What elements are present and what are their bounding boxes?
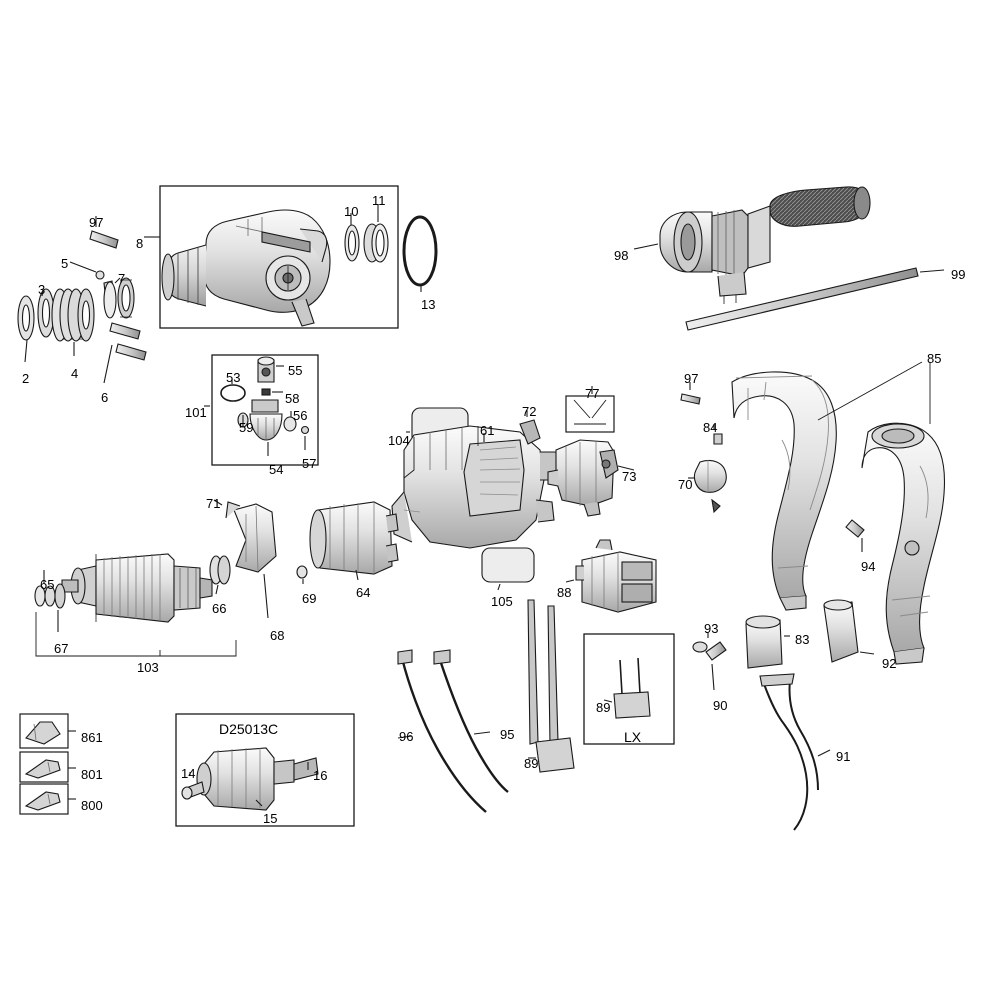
callout-105: 105: [491, 594, 513, 609]
callout-72: 72: [522, 404, 537, 419]
callout-103: 103: [137, 660, 159, 675]
callout-66: 66: [212, 601, 227, 616]
callout-57: 57: [302, 456, 317, 471]
callout-99: 99: [951, 267, 966, 282]
box-label-lx: LX: [624, 729, 642, 745]
callout-70: 70: [678, 477, 693, 492]
callout-88: 88: [557, 585, 572, 600]
callout-56: 56: [293, 408, 308, 423]
callout-5: 5: [61, 256, 69, 271]
callout-98: 98: [614, 248, 629, 263]
callout-67: 67: [54, 641, 69, 656]
callout-92: 92: [882, 656, 897, 671]
callout-53: 53: [226, 370, 241, 385]
callout-801: 801: [81, 767, 103, 782]
callout-59: 59: [239, 420, 254, 435]
callout-58: 58: [285, 391, 300, 406]
callout-73: 73: [622, 469, 637, 484]
callout-83: 83: [795, 632, 810, 647]
callout-84: 84: [703, 420, 718, 435]
callout-101: 101: [185, 405, 207, 420]
callout-54: 54: [269, 462, 284, 477]
callout-97a: 97: [89, 215, 104, 230]
callout-64: 64: [356, 585, 371, 600]
callout-14: 14: [181, 766, 196, 781]
callout-68: 68: [270, 628, 285, 643]
callout-95: 95: [500, 727, 515, 742]
box-label-d25013c: D25013C: [219, 721, 279, 737]
callout-6: 6: [101, 390, 109, 405]
callout-71: 71: [206, 496, 221, 511]
callout-55: 55: [288, 363, 303, 378]
callout-85: 85: [927, 351, 942, 366]
callout-94: 94: [861, 559, 876, 574]
callout-93: 93: [704, 621, 719, 636]
callout-104: 104: [388, 433, 410, 448]
callout-15: 15: [263, 811, 278, 826]
callout-89b: 89: [524, 756, 539, 771]
callout-4: 4: [71, 366, 79, 381]
callout-90: 90: [713, 698, 728, 713]
callout-89a: 89: [596, 700, 611, 715]
callout-16: 16: [313, 768, 328, 783]
callout-11: 11: [372, 193, 386, 208]
callout-91: 91: [836, 749, 851, 764]
callout-800: 800: [81, 798, 103, 813]
callout-69: 69: [302, 591, 317, 606]
callout-77: 77: [585, 386, 600, 401]
callout-13: 13: [421, 297, 436, 312]
callout-97b: 97: [684, 371, 699, 386]
callout-3: 3: [38, 282, 46, 297]
callout-61: 61: [480, 423, 495, 438]
callout-861: 861: [81, 730, 103, 745]
callout-7: 7: [118, 271, 126, 286]
callout-10: 10: [344, 204, 359, 219]
callout-65: 65: [40, 577, 55, 592]
callout-2: 2: [22, 371, 30, 386]
callout-8: 8: [136, 236, 144, 251]
callout-96: 96: [399, 729, 414, 744]
